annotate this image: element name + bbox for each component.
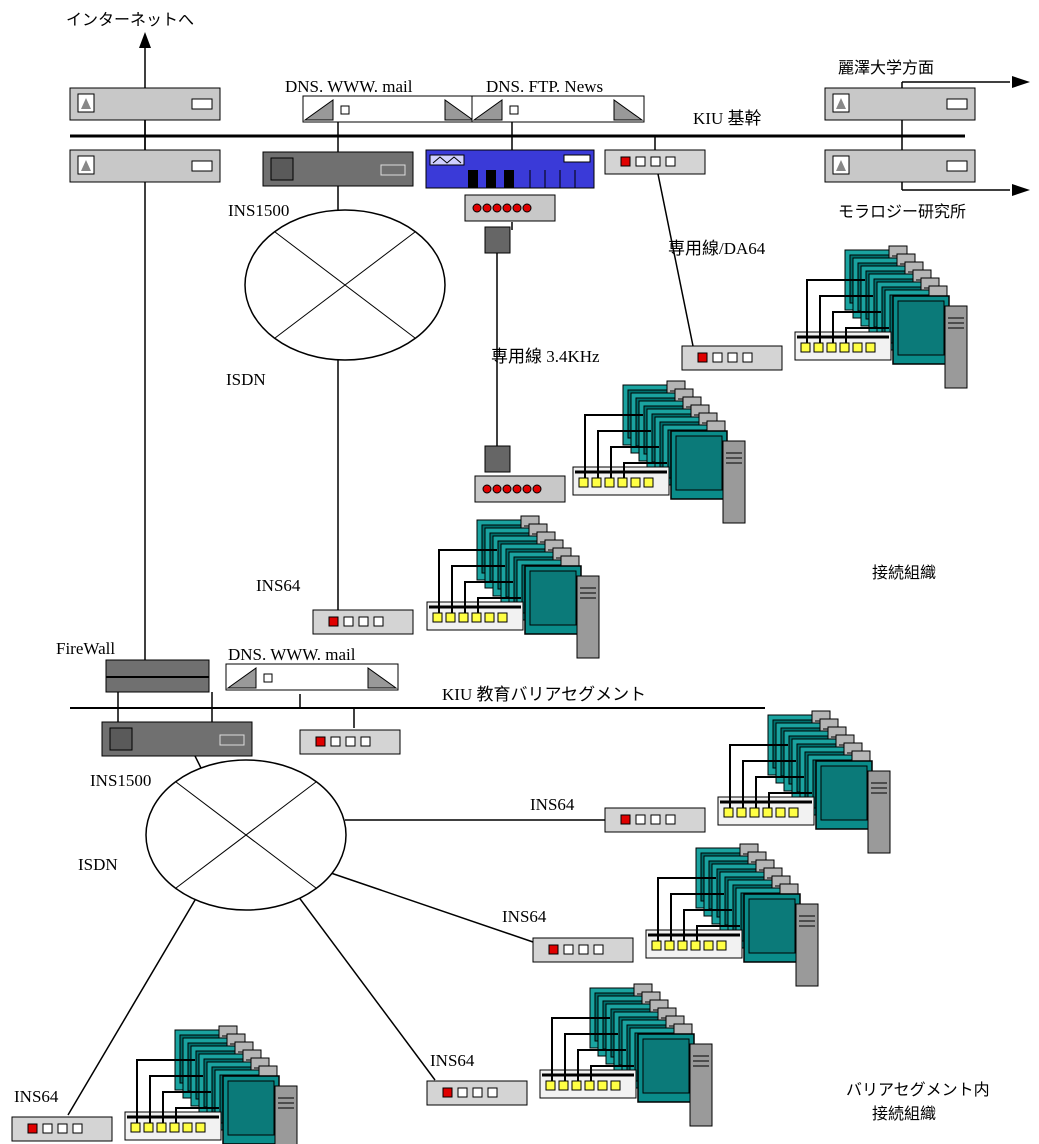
org-cluster-da64 xyxy=(795,246,967,388)
edu-segment-router xyxy=(300,730,400,754)
leased-34khz-label: 専用線 3.4KHz xyxy=(491,348,600,365)
reitaku-router xyxy=(825,88,975,120)
org-cluster-ins64-c xyxy=(540,984,712,1126)
da64-router-remote xyxy=(682,346,782,370)
ins64-router-c xyxy=(427,1081,527,1105)
ins64-a-label: INS64 xyxy=(530,796,574,813)
isdn-top-label: ISDN xyxy=(226,371,266,388)
ins1500-bottom-label: INS1500 xyxy=(90,772,151,789)
dns-www-mail-bottom-label: DNS. WWW. mail xyxy=(228,646,356,663)
isdn-cloud-bottom xyxy=(146,760,346,910)
firewall-device xyxy=(106,660,209,692)
dns-www-mail-server-bottom xyxy=(226,664,398,690)
org-cluster-ins64-d xyxy=(125,1026,297,1144)
edu-segment-label: KIU 教育バリアセグメント xyxy=(442,686,646,703)
dns-www-mail-label: DNS. WWW. mail xyxy=(285,78,413,95)
ins64-top-label: INS64 xyxy=(256,577,300,594)
moralogy-router xyxy=(825,150,975,182)
isdn-cloud-top xyxy=(245,210,445,360)
connected-orgs-label: 接続組織 xyxy=(872,565,936,581)
ins64-router-d xyxy=(12,1117,112,1141)
firewall-label: FireWall xyxy=(56,640,115,657)
moralogy-label: モラロジー研究所 xyxy=(838,204,966,220)
dns-ftp-news-label: DNS. FTP. News xyxy=(486,78,603,95)
internet-gateway-router xyxy=(70,88,220,120)
ins64-router-a xyxy=(605,808,705,832)
org-cluster-ins64-b xyxy=(646,844,818,986)
barrier-orgs-label-line1: バリアセグメント内 xyxy=(846,1082,990,1098)
modem-top xyxy=(465,195,555,221)
backbone-router xyxy=(70,150,220,182)
ins64-b-label: INS64 xyxy=(502,908,546,925)
barrier-orgs-label-line2: 接続組織 xyxy=(872,1106,936,1122)
da64-router-center xyxy=(605,150,705,174)
leased-line-adapter-bottom xyxy=(485,446,510,472)
ins1500-router-top xyxy=(263,152,413,186)
ins64-d-label: INS64 xyxy=(14,1088,58,1105)
dns-ftp-news-server xyxy=(472,96,644,122)
ins64-router-b xyxy=(533,938,633,962)
leased-da64-label: 専用線/DA64 xyxy=(668,240,765,257)
ins64-c-label: INS64 xyxy=(430,1052,474,1069)
ins64-router-top xyxy=(313,610,413,634)
leased-line-adapter-top xyxy=(485,227,510,253)
org-cluster-leased xyxy=(573,381,745,523)
org-cluster-ins64-top xyxy=(427,516,599,658)
ins1500-router-bottom xyxy=(102,722,252,756)
ins1500-top-label: INS1500 xyxy=(228,202,289,219)
blue-server-rack xyxy=(426,150,594,188)
dns-www-mail-server xyxy=(303,96,475,122)
org-cluster-ins64-a xyxy=(718,711,890,853)
modem-bottom xyxy=(475,476,565,502)
reitaku-label: 麗澤大学方面 xyxy=(838,60,934,76)
backbone-label: KIU 基幹 xyxy=(693,110,761,127)
internet-label: インターネットへ xyxy=(66,12,194,28)
isdn-bottom-label: ISDN xyxy=(78,856,118,873)
